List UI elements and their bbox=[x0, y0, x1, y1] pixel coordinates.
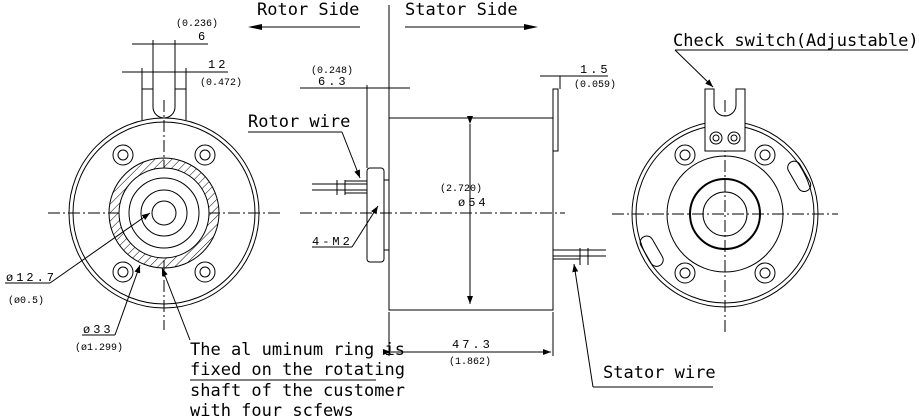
check-switch-label: Check switch(Adjustable) bbox=[673, 31, 919, 51]
stator-wire-label: Stator wire bbox=[603, 363, 716, 383]
plate-thickness-mm: 1.5 bbox=[580, 63, 611, 77]
rotor-end-view bbox=[5, 40, 376, 381]
screw-hole-icons bbox=[674, 144, 776, 284]
stator-wire-leads bbox=[553, 248, 606, 265]
body-diameter-inch: (2.720) bbox=[440, 183, 482, 195]
slot-width-inch: (0.236) bbox=[176, 18, 218, 30]
stator-end-view bbox=[612, 49, 908, 332]
body-diameter-mm: ø54 bbox=[458, 196, 489, 210]
rotor-side-label: Rotor Side bbox=[257, 0, 359, 20]
side-view bbox=[248, 5, 713, 388]
tab-width-mm: 12 bbox=[208, 58, 228, 72]
bore-diameter-inch: (ø0.5) bbox=[8, 295, 44, 307]
flange-offset-mm: 6.3 bbox=[318, 75, 349, 89]
rotor-wire-label: Rotor wire bbox=[248, 112, 350, 132]
mounting-note: The al uminum ring is fixed on the rotat… bbox=[190, 340, 405, 419]
svg-text:shaft of the customer: shaft of the customer bbox=[190, 381, 405, 401]
slot-width-mm: 6 bbox=[198, 30, 208, 44]
bore-diameter-mm: ø12.7 bbox=[6, 271, 57, 285]
screw-spec-label: 4-M2 bbox=[312, 235, 353, 249]
stator-side-label: Stator Side bbox=[405, 0, 518, 20]
ring-diameter-mm: ø33 bbox=[83, 323, 114, 337]
flange-offset-inch: (0.248) bbox=[311, 65, 353, 77]
svg-text:fixed on the rotating: fixed on the rotating bbox=[190, 360, 405, 380]
screw-hole-icons bbox=[112, 144, 216, 283]
svg-text:with four scfews: with four scfews bbox=[190, 401, 354, 419]
body-length-mm: 47.3 bbox=[452, 338, 493, 352]
body-length-inch: (1.862) bbox=[449, 356, 491, 368]
ring-diameter-inch: (ø1.299) bbox=[75, 342, 123, 354]
rotor-wire-leads bbox=[312, 180, 367, 195]
plate-thickness-inch: (0.059) bbox=[574, 79, 616, 91]
tab-width-inch: (0.472) bbox=[200, 77, 242, 89]
svg-text:The al uminum ring is: The al uminum ring is bbox=[190, 340, 405, 360]
